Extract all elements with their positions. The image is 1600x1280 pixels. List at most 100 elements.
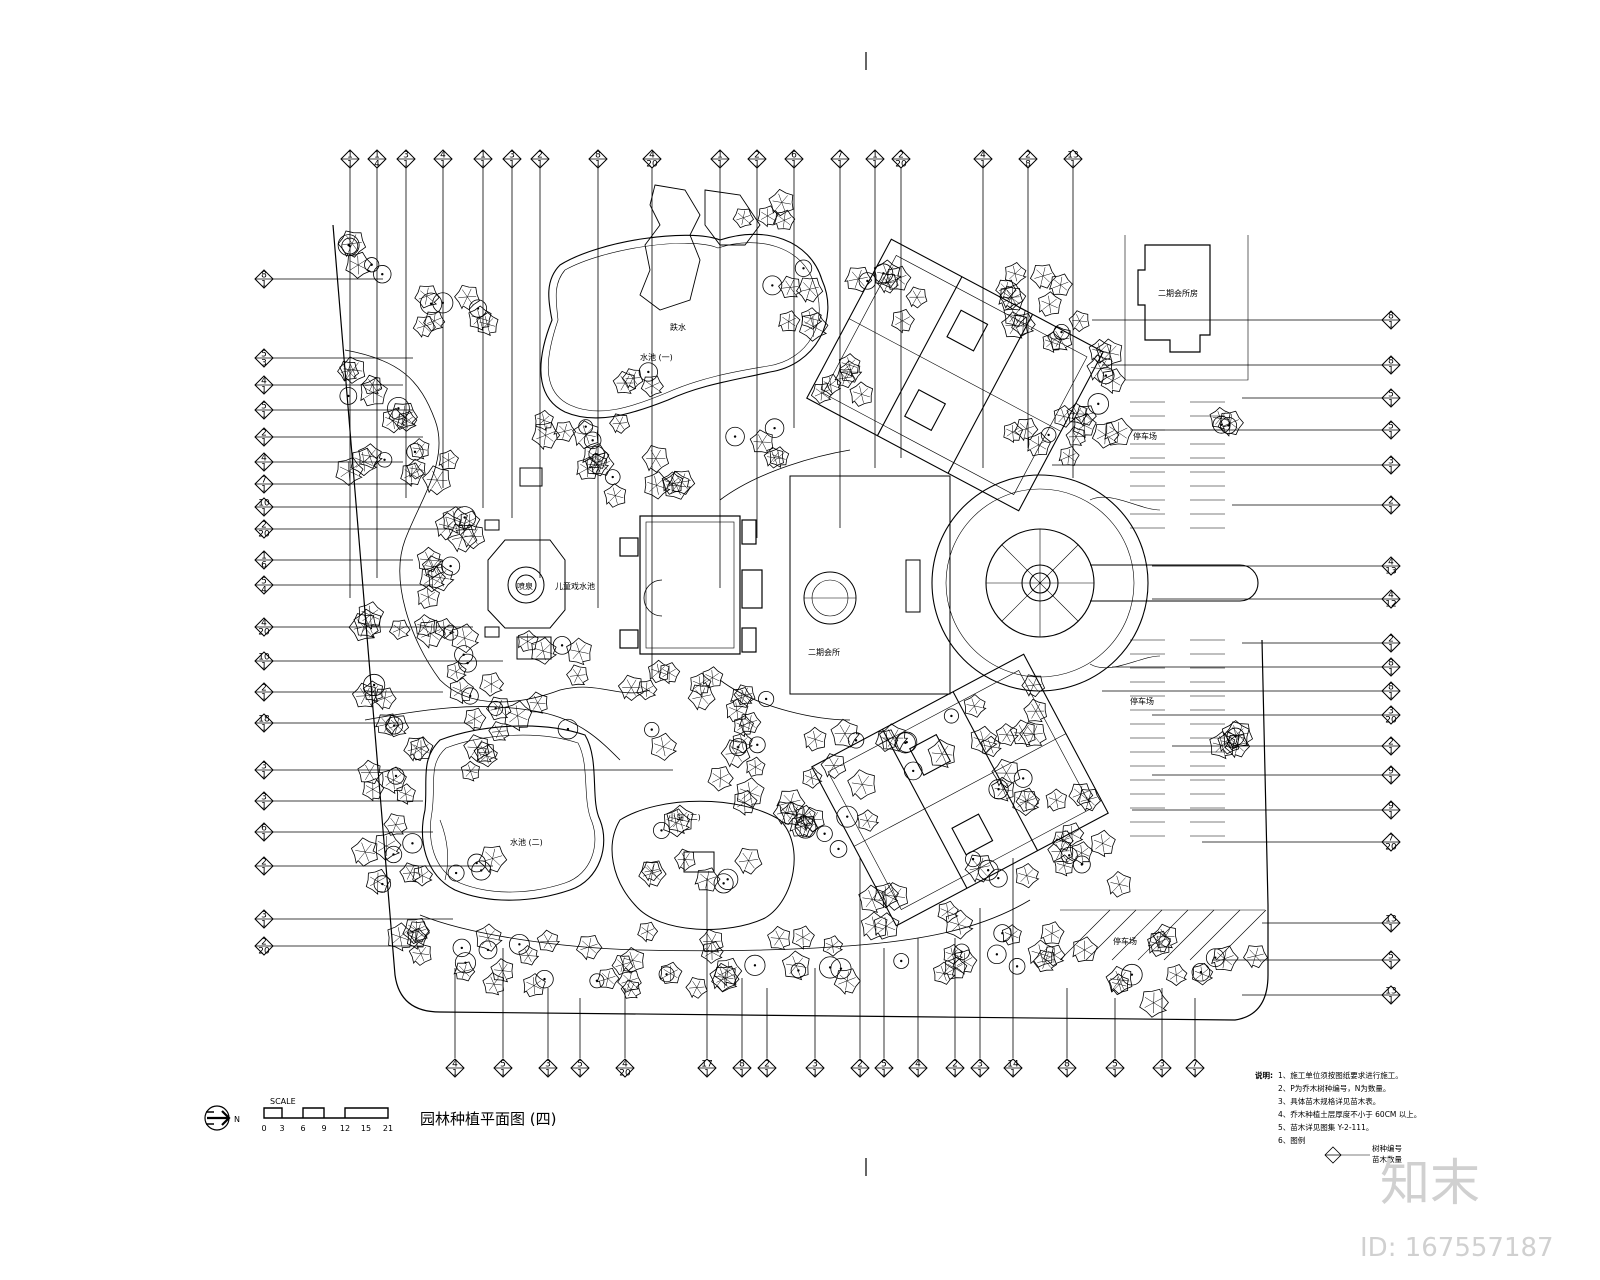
right-tag-10: 81 bbox=[1381, 681, 1401, 702]
shrub-symbol bbox=[1040, 427, 1057, 443]
tree-symbol bbox=[400, 462, 425, 487]
svg-text:3: 3 bbox=[812, 1060, 818, 1070]
bottom-tag-18: 71 bbox=[1185, 1058, 1205, 1079]
shrub-symbol bbox=[604, 469, 621, 485]
svg-text:2: 2 bbox=[1388, 738, 1394, 748]
tree-symbol bbox=[1014, 418, 1039, 442]
tree-symbol bbox=[534, 409, 554, 432]
svg-text:8: 8 bbox=[1388, 659, 1394, 669]
svg-text:1: 1 bbox=[791, 160, 797, 170]
scale-tick-label: 6 bbox=[300, 1124, 305, 1133]
scale-tick-label: 15 bbox=[361, 1124, 371, 1133]
shrub-symbol bbox=[364, 257, 380, 273]
svg-text:1: 1 bbox=[739, 1069, 745, 1079]
shrub-symbol bbox=[830, 958, 852, 980]
tree-symbol bbox=[778, 310, 801, 332]
tree-symbol bbox=[998, 284, 1027, 311]
left-tag-9: 16 bbox=[254, 550, 274, 571]
building-wing-north bbox=[806, 238, 1104, 512]
planting-trees bbox=[335, 188, 1269, 1018]
tree-symbol bbox=[927, 738, 955, 769]
shrub-symbol bbox=[387, 767, 405, 785]
shrub-symbol bbox=[478, 940, 498, 960]
tree-symbol bbox=[781, 950, 810, 981]
tree-symbol bbox=[884, 265, 912, 291]
label-parking-b: 停车场 bbox=[1130, 696, 1154, 706]
tree-symbol bbox=[891, 308, 915, 334]
svg-text:1: 1 bbox=[440, 160, 446, 170]
bottom-tag-8: 31 bbox=[805, 1058, 825, 1079]
tree-symbol bbox=[1058, 446, 1080, 466]
svg-text:1: 1 bbox=[977, 1069, 983, 1079]
tree-symbol bbox=[582, 443, 610, 469]
tree-symbol bbox=[617, 970, 642, 993]
tree-symbol bbox=[636, 679, 658, 701]
shrub-symbol bbox=[447, 864, 465, 882]
svg-text:5: 5 bbox=[1112, 1060, 1118, 1070]
tree-symbol bbox=[406, 921, 430, 944]
label-pond-one: 水池 (一) bbox=[640, 352, 673, 362]
svg-text:1: 1 bbox=[595, 160, 601, 170]
svg-text:1: 1 bbox=[347, 151, 353, 161]
svg-text:12: 12 bbox=[1385, 600, 1396, 610]
right-tag-1: 81 bbox=[1381, 355, 1401, 376]
note-item: 4、乔木种植土层厚度不小于 60CM 以上。 bbox=[1278, 1109, 1421, 1119]
top-tag-3: 41 bbox=[433, 149, 453, 170]
tree-symbol bbox=[1068, 310, 1090, 333]
shrub-symbol bbox=[658, 966, 675, 983]
label-falls: 跌水 bbox=[670, 322, 686, 332]
scale-bar bbox=[263, 1107, 389, 1119]
shrub-symbol bbox=[762, 275, 783, 296]
right-tag-13: 91 bbox=[1381, 765, 1401, 786]
svg-text:1: 1 bbox=[1388, 811, 1394, 821]
shrub-symbol bbox=[644, 721, 660, 738]
tree-symbol bbox=[1242, 945, 1269, 969]
tree-symbol bbox=[449, 677, 474, 705]
svg-text:1: 1 bbox=[261, 386, 267, 396]
tree-symbol bbox=[757, 205, 779, 228]
tree-symbol bbox=[981, 735, 1002, 758]
svg-text:8: 8 bbox=[595, 151, 601, 161]
right-tag-15: 720 bbox=[1381, 832, 1401, 853]
svg-text:1: 1 bbox=[1388, 776, 1394, 786]
tree-symbol bbox=[860, 911, 888, 941]
svg-text:1: 1 bbox=[1159, 1069, 1165, 1079]
left-tag-3: 51 bbox=[254, 400, 274, 421]
tree-symbol bbox=[749, 429, 774, 454]
tree-symbol bbox=[446, 661, 467, 683]
svg-text:1: 1 bbox=[1388, 466, 1394, 476]
svg-text:1: 1 bbox=[1388, 431, 1394, 441]
tree-symbol bbox=[1015, 862, 1040, 889]
shrub-symbol bbox=[816, 825, 833, 842]
svg-text:1: 1 bbox=[1388, 399, 1394, 409]
tree-symbol bbox=[463, 707, 487, 731]
svg-text:1: 1 bbox=[980, 160, 986, 170]
shrub-symbol bbox=[384, 845, 403, 864]
tree-symbol bbox=[388, 402, 419, 430]
svg-text:4: 4 bbox=[1388, 558, 1394, 568]
bottom-tag-16: 51 bbox=[1105, 1058, 1125, 1079]
tree-symbol bbox=[348, 613, 379, 642]
left-tag-11: 420 bbox=[254, 617, 274, 638]
shrub-symbol bbox=[535, 969, 554, 989]
tree-symbol bbox=[720, 739, 751, 769]
bottom-tag-4: 420 bbox=[615, 1058, 635, 1079]
legend-species-number: 树种编号 bbox=[1372, 1143, 1402, 1153]
shrub-symbol bbox=[1060, 846, 1078, 864]
tree-symbol bbox=[746, 756, 766, 777]
scale-tick-label: 9 bbox=[321, 1124, 326, 1133]
tree-symbol bbox=[778, 275, 802, 298]
bottom-tag-2: 31 bbox=[538, 1058, 558, 1079]
tree-symbol bbox=[1104, 417, 1134, 446]
svg-text:4: 4 bbox=[440, 151, 446, 161]
tree-symbol bbox=[536, 929, 561, 953]
tree-symbol bbox=[810, 383, 834, 405]
svg-text:1: 1 bbox=[403, 160, 409, 170]
svg-text:20: 20 bbox=[1385, 843, 1397, 853]
svg-text:10: 10 bbox=[258, 653, 270, 663]
tree-symbol bbox=[384, 715, 410, 738]
tree-symbol bbox=[964, 854, 995, 883]
left-tag-1: 53 bbox=[254, 348, 274, 369]
